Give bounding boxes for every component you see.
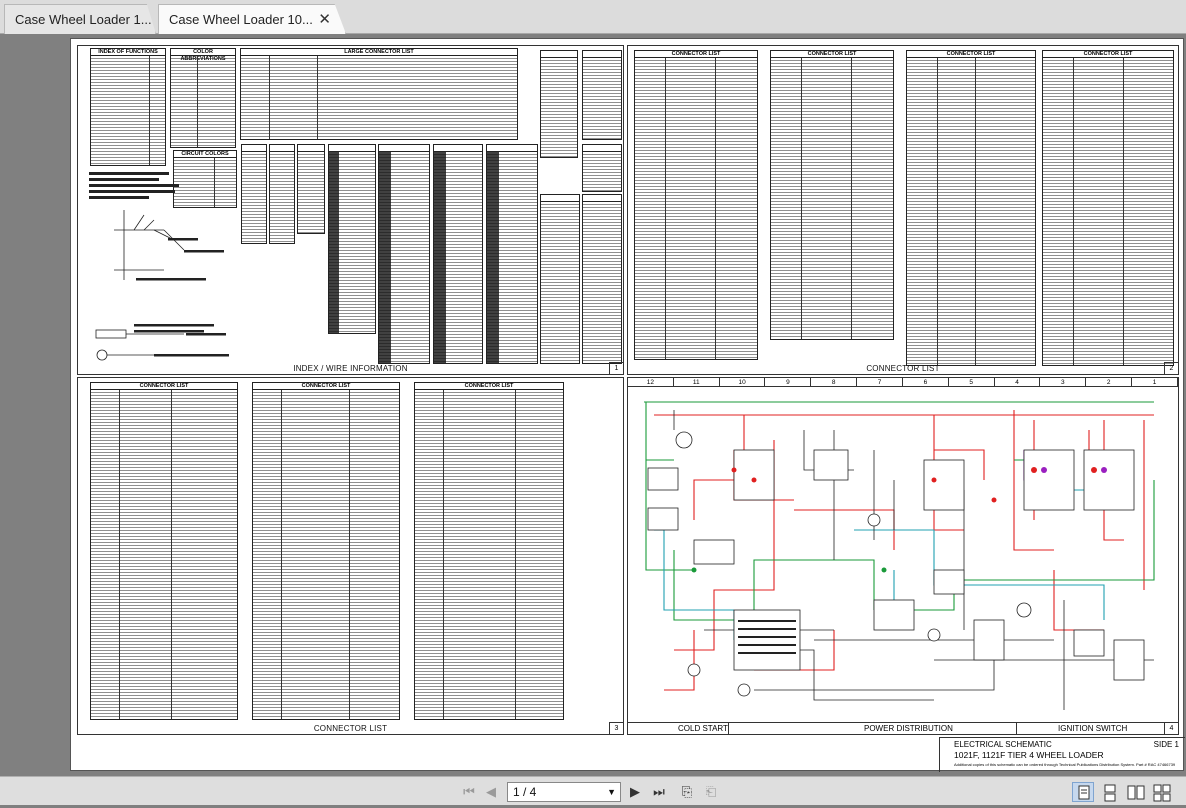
single-page-icon [1078, 785, 1090, 800]
panel-number: 3 [609, 722, 623, 734]
title-block: ELECTRICAL SCHEMATIC SIDE 1 1021F, 1121F… [939, 737, 1185, 772]
tab-document-2[interactable]: Case Wheel Loader 10... ✕ [158, 4, 346, 34]
document-viewer[interactable]: INDEX OF FUNCTIONS COLOR ABBREVIATIONS C… [0, 34, 1186, 776]
ordering-note: Additional copies of this schematic can … [954, 762, 1176, 767]
page-number-value: 1 / 4 [513, 785, 537, 799]
ruler-column-label: 6 [903, 378, 949, 386]
connector-pinout-table [582, 50, 622, 140]
single-page-view-button[interactable] [1072, 782, 1094, 802]
ruler-column-label: 12 [628, 378, 674, 386]
section-label-ignition-switch: IGNITION SWITCH [1058, 724, 1128, 733]
page-number-select[interactable]: 1 / 4 ▼ [507, 782, 621, 802]
side-label: SIDE 1 [1153, 740, 1179, 749]
panel-title: INDEX / WIRE INFORMATION [293, 364, 408, 373]
panel-title: CONNECTOR LIST [866, 364, 940, 373]
connector-pinout-table [297, 144, 325, 234]
ruler-column-label: 7 [857, 378, 903, 386]
schematic-title: ELECTRICAL SCHEMATIC [954, 740, 1052, 749]
facing-icon [1127, 785, 1145, 800]
connector-pinout-table [486, 144, 538, 364]
index-of-functions-table: INDEX OF FUNCTIONS [90, 48, 166, 166]
wiring-schematic [644, 401, 1155, 710]
prev-page-icon[interactable]: ◀ [486, 784, 496, 799]
connector-pinout-table [540, 50, 578, 158]
tab-label: Case Wheel Loader 1... [15, 12, 152, 27]
large-connector-list-table: LARGE CONNECTOR LIST [240, 48, 518, 140]
connector-list-table: CONNECTOR LIST [906, 50, 1036, 366]
connector-list-table: CONNECTOR LIST [414, 382, 564, 720]
next-page-icon[interactable]: ▶ [630, 784, 640, 799]
model-title: 1021F, 1121F TIER 4 WHEEL LOADER [954, 750, 1104, 760]
continuous-view-button[interactable] [1098, 782, 1120, 802]
connector-list-table: CONNECTOR LIST [634, 50, 758, 360]
color-abbreviations-table: COLOR ABBREVIATIONS [170, 48, 236, 148]
table-heading: COLOR ABBREVIATIONS [171, 49, 235, 62]
first-page-icon[interactable]: ⏮ [463, 784, 475, 799]
connector-pinout-table [269, 144, 295, 244]
section-label-cold-start: COLD START [678, 724, 728, 733]
table-heading: INDEX OF FUNCTIONS [91, 49, 165, 56]
continuous-icon [1104, 784, 1116, 802]
panel-number: 4 [1164, 722, 1178, 734]
panel-title: CONNECTOR LIST [313, 724, 388, 733]
facing-view-button[interactable] [1124, 782, 1146, 802]
ruler-column-label: 2 [1086, 378, 1133, 386]
tab-label: Case Wheel Loader 10... [169, 12, 313, 27]
ruler-column-label: 8 [811, 378, 858, 386]
go-back-icon[interactable]: ⎘ [681, 784, 693, 799]
table-heading: CIRCUIT COLORS [174, 151, 236, 158]
connector-pinout-table [582, 144, 622, 192]
panel-number: 1 [609, 362, 623, 374]
facing-continuous-icon [1153, 784, 1171, 802]
ruler-column-label: 9 [765, 378, 812, 386]
ruler-column-label: 4 [995, 378, 1041, 386]
ruler-column-label: 5 [949, 378, 995, 386]
wire-information-diagram [89, 172, 229, 361]
connector-list-table: CONNECTOR LIST [252, 382, 400, 720]
circuit-colors-table: CIRCUIT COLORS [173, 150, 237, 208]
go-forward-icon[interactable]: ⎗ [705, 784, 717, 799]
ruler-column-label: 1 [1132, 378, 1178, 386]
table-heading: LARGE CONNECTOR LIST [241, 49, 517, 56]
connector-pinout-table [582, 194, 622, 364]
panel-index-wire-information: INDEX OF FUNCTIONS COLOR ABBREVIATIONS C… [77, 45, 624, 375]
panel-connector-list-2: CONNECTOR LIST CONNECTOR LIST CONNECTOR … [77, 377, 624, 735]
chevron-down-icon: ▼ [607, 787, 616, 797]
connector-list-table: CONNECTOR LIST [1042, 50, 1174, 366]
connector-pinout-table [378, 144, 430, 364]
connector-list-table: CONNECTOR LIST [90, 382, 238, 720]
connector-pinout-table [540, 194, 580, 364]
schematic-sheet: INDEX OF FUNCTIONS COLOR ABBREVIATIONS C… [70, 38, 1185, 772]
tab-document-1[interactable]: Case Wheel Loader 1... [4, 4, 156, 34]
ruler-column-label: 3 [1040, 378, 1087, 386]
tab-bar: Case Wheel Loader 1... Case Wheel Loader… [0, 0, 1186, 34]
last-page-icon[interactable]: ⏭ [653, 784, 665, 799]
connector-pinout-table [328, 144, 376, 334]
connector-pinout-table [433, 144, 483, 364]
panel-connector-list-1: CONNECTOR LIST CONNECTOR LIST CONNECTOR … [627, 45, 1179, 375]
connector-list-table: CONNECTOR LIST [770, 50, 894, 340]
ruler-column-label: 10 [720, 378, 766, 386]
navigation-toolbar: ⏮ ◀ 1 / 4 ▼ ▶ ⏭ ⎘ ⎗ [0, 776, 1186, 805]
section-label-power-distribution: POWER DISTRIBUTION [864, 724, 953, 733]
facing-continuous-view-button[interactable] [1150, 782, 1172, 802]
connector-pinout-table [241, 144, 267, 244]
panel-number: 2 [1164, 362, 1178, 374]
ruler-column-label: 11 [674, 378, 720, 386]
close-icon[interactable]: ✕ [318, 11, 331, 28]
